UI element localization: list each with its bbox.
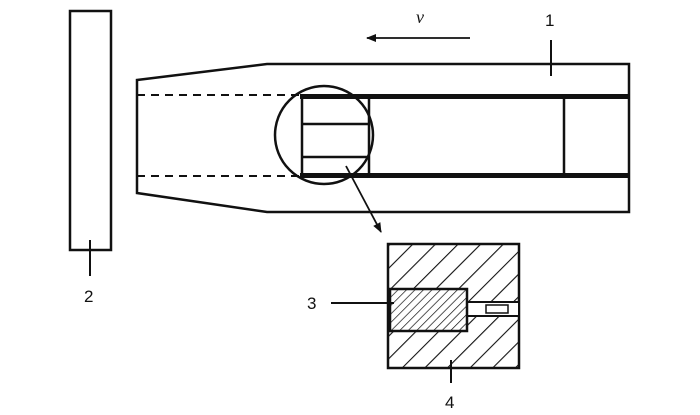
label-part-1: 1 [545, 11, 554, 30]
label-part-4: 4 [445, 393, 454, 412]
velocity-label: v [416, 7, 424, 27]
bore-wall-top [300, 94, 629, 99]
detail-view: 3 4 [307, 242, 521, 412]
projectile-outline [135, 62, 631, 214]
label-part-3: 3 [307, 294, 316, 313]
detail-circle [273, 84, 375, 186]
plate-part-2: 2 [68, 9, 113, 306]
channel-inner [485, 304, 509, 314]
velocity-indicator: v [366, 7, 470, 42]
projectile-part-1: 1 [135, 11, 631, 214]
bore-wall-bottom [300, 173, 629, 178]
label-part-2: 2 [84, 287, 93, 306]
insert-part-3 [388, 287, 469, 333]
detail-callout-arrow [345, 165, 382, 233]
